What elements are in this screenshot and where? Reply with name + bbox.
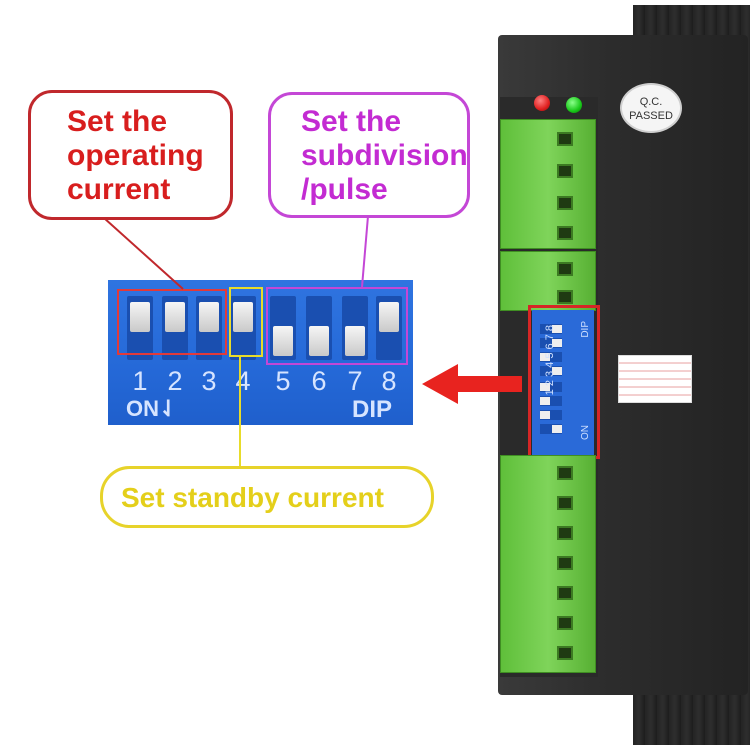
dip-number-5: 5 (275, 366, 291, 396)
dip-label: DIP (352, 396, 393, 423)
device-dip-highlight (528, 305, 600, 459)
dip-lever (165, 302, 185, 332)
standby-current-highlight (229, 287, 263, 357)
dip-lever (233, 302, 253, 332)
terminal-screw (557, 526, 573, 540)
terminal-screw (557, 196, 573, 210)
dip-number-7: 7 (347, 366, 363, 396)
terminal-screw (557, 226, 573, 240)
qc-passed-sticker: Q.C. PASSED (620, 83, 682, 133)
dip-lever (273, 326, 293, 356)
dip-number-2: 2 (167, 366, 183, 396)
callout-subdivision: Set the subdivision /pulse (268, 92, 470, 218)
dip-lever (379, 302, 399, 332)
subdivision-highlight (266, 287, 408, 365)
terminal-screw (557, 290, 573, 304)
terminal-screw (557, 496, 573, 510)
dip-lever (130, 302, 150, 332)
callout-subdivision-line-3: /pulse (301, 173, 388, 206)
red-connector (103, 217, 184, 290)
dip-number-4: 4 (235, 366, 251, 396)
dip-number-3: 3 (201, 366, 217, 396)
dip-lever (345, 326, 365, 356)
dip-lever (199, 302, 219, 332)
dip-switch-8 (376, 296, 402, 360)
dip-number-6: 6 (311, 366, 327, 396)
led-green (566, 97, 582, 113)
qc-line-1: Q.C. (639, 96, 663, 108)
dip-switch-2 (162, 296, 188, 360)
callout-subdivision-line-2: subdivision (301, 139, 468, 172)
dip-number-1: 1 (132, 366, 148, 396)
terminal-screw (557, 164, 573, 178)
dip-switch-7 (342, 296, 368, 360)
dip-switch-5 (270, 296, 296, 360)
device-dip-switch (532, 310, 594, 455)
callout-operating-line-1: Set the (67, 105, 168, 138)
callout-standby-text: Set standby current (121, 482, 384, 513)
terminal-screw (557, 262, 573, 276)
qc-line-2: PASSED (629, 110, 673, 122)
callout-standby-current: Set standby current (100, 466, 434, 528)
dip-switch-4 (230, 296, 256, 360)
terminal-screw (557, 646, 573, 660)
dip-switch-3 (196, 296, 222, 360)
terminal-screw (557, 586, 573, 600)
purple-connector (361, 215, 369, 288)
dip-number-8: 8 (381, 366, 397, 396)
serial-sticker (618, 355, 692, 403)
red-arrow-icon (422, 364, 522, 404)
terminal-screw (557, 616, 573, 630)
terminal-block-bottom (500, 455, 596, 673)
terminal-block-top (500, 119, 596, 249)
terminal-screw (557, 556, 573, 570)
dip-switch-1 (127, 296, 153, 360)
callout-operating-line-2: operating (67, 139, 204, 172)
callout-operating-current: Set the operating current (28, 90, 233, 220)
operating-current-highlight (117, 289, 227, 355)
dip-switch-6 (306, 296, 332, 360)
terminal-block-middle (500, 251, 596, 311)
terminal-screw (557, 466, 573, 480)
dip-lever (309, 326, 329, 356)
callout-operating-line-3: current (67, 173, 171, 206)
zoomed-dip-switch: 1 2 3 4 5 6 7 8 ON⇃ DIP (108, 280, 413, 425)
callout-subdivision-line-1: Set the (301, 105, 402, 138)
stepper-driver: Q.C. PASSED 1 2 3 4 5 6 7 8 DIP ON (498, 5, 750, 745)
led-red (534, 95, 550, 111)
terminal-screw (557, 132, 573, 146)
on-label: ON⇃ (126, 396, 178, 421)
